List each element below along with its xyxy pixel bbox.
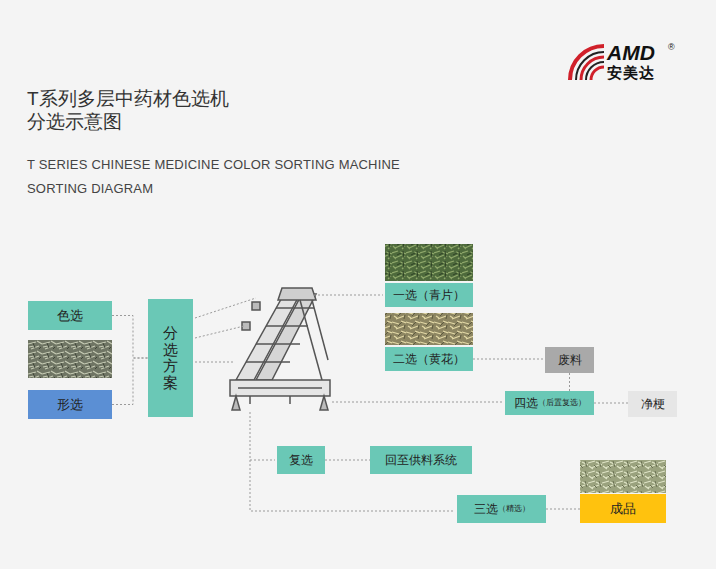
box-label: 净梗 xyxy=(641,397,665,411)
stem-box: 净梗 xyxy=(628,391,677,417)
box-label: 三选 xyxy=(474,502,498,516)
method-box: 形选 xyxy=(28,390,112,419)
box-label: 形选 xyxy=(57,397,83,413)
text-group: 分选方案 xyxy=(163,325,178,391)
logo-text: AMD xyxy=(607,41,655,65)
output-box: 一选（青片） xyxy=(385,283,473,307)
text-group: 净梗 xyxy=(641,397,665,411)
leader-line xyxy=(195,295,503,511)
box-label: 回至供料系统 xyxy=(385,453,457,467)
dotted-connector xyxy=(473,359,545,360)
dotted-connector xyxy=(325,460,370,461)
page-title: T系列多层中药材色选机 分选示意图 xyxy=(27,87,259,133)
product-box: 成品 xyxy=(580,494,666,523)
text-group: 回至供料系统 xyxy=(385,453,457,467)
sorting-machine xyxy=(230,288,330,410)
box-label: 废料 xyxy=(558,353,582,367)
dotted-connector xyxy=(546,509,580,510)
box-label: 二选（黄花） xyxy=(393,352,465,366)
herb-photo xyxy=(28,340,112,378)
text-group: 一选（青片） xyxy=(393,288,465,302)
dotted-connector xyxy=(594,403,628,404)
dotted-connector xyxy=(569,373,570,391)
output-box: 三选（精选） xyxy=(457,495,546,523)
plan-box: 分选方案 xyxy=(148,299,193,417)
logo-text: 安美达 xyxy=(607,64,655,82)
box-label: 复选 xyxy=(289,453,313,467)
dotted-connector xyxy=(112,358,148,405)
box-note: （精选） xyxy=(498,504,530,514)
text-group: 成品 xyxy=(610,501,636,517)
registered-mark: ® xyxy=(668,42,675,52)
text-group: 三选（精选） xyxy=(474,502,530,516)
resort-box: 复选 xyxy=(277,446,325,474)
herb-photo xyxy=(580,460,666,493)
logo-mark xyxy=(570,46,604,80)
text-group: 四选（后置复选） xyxy=(514,396,586,410)
box-note: （后置复选） xyxy=(538,398,586,408)
box-label: 四选 xyxy=(514,396,538,410)
waste-box: 废料 xyxy=(545,347,594,373)
output-box: 二选（黄花） xyxy=(385,347,473,371)
method-box: 色选 xyxy=(28,301,112,330)
text-group: 废料 xyxy=(558,353,582,367)
box-label: 色选 xyxy=(57,308,83,324)
subtitle: T SERIES CHINESE MEDICINE COLOR SORTING … xyxy=(27,153,457,201)
box-label: 成品 xyxy=(610,501,636,517)
text-group: 形选 xyxy=(57,397,83,413)
text-group: 复选 xyxy=(289,453,313,467)
text-group: 二选（黄花） xyxy=(393,352,465,366)
dotted-connector xyxy=(112,316,148,359)
return-box: 回至供料系统 xyxy=(370,446,472,474)
herb-photo xyxy=(385,313,473,345)
text-group: 色选 xyxy=(57,308,83,324)
box-label: 分选方案 xyxy=(163,325,178,391)
box-label: 一选（青片） xyxy=(393,288,465,302)
output-box: 四选（后置复选） xyxy=(505,391,594,415)
herb-photo xyxy=(385,244,473,281)
